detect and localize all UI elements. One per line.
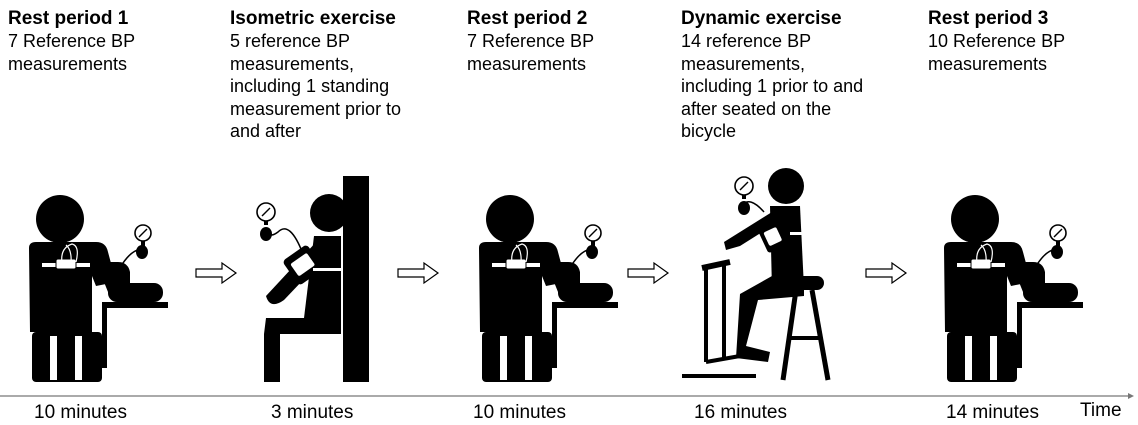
phase-desc-line: including 1 prior to and bbox=[681, 76, 864, 96]
timeline-arrowhead-icon bbox=[1128, 393, 1134, 399]
arrow-right-icon bbox=[195, 262, 237, 284]
phase-desc-line: measurements, bbox=[230, 53, 355, 74]
phase-desc-line: 14 reference BP bbox=[681, 31, 812, 51]
arrow-right-icon bbox=[865, 262, 907, 284]
phase-desc-line: measurement prior to bbox=[230, 98, 402, 119]
duration-isometric: 3 minutes bbox=[271, 402, 354, 423]
phase-desc-line: after seated on the bbox=[681, 98, 832, 119]
phase-title: Dynamic exercise bbox=[681, 8, 842, 29]
duration-rest-2: 10 minutes bbox=[473, 402, 566, 423]
dynamic-figure bbox=[682, 168, 831, 381]
duration-rest-3: 14 minutes bbox=[946, 402, 1039, 423]
phase-rest-3: Rest period 3 10 Reference BP measuremen… bbox=[928, 8, 1065, 75]
phase-desc-line: 5 reference BP bbox=[230, 31, 351, 51]
phase-desc-line: 7 Reference BP bbox=[8, 31, 136, 51]
time-axis-label: Time bbox=[1080, 400, 1122, 421]
phase-desc-line: measurements bbox=[467, 53, 587, 74]
phase-title: Rest period 1 bbox=[8, 8, 129, 29]
phase-desc-line: 10 Reference BP bbox=[928, 31, 1066, 51]
phase-desc-line: measurements bbox=[928, 53, 1048, 74]
arrow-right-icon bbox=[397, 262, 439, 284]
duration-dynamic: 16 minutes bbox=[694, 402, 787, 423]
phase-title: Rest period 3 bbox=[928, 8, 1049, 29]
phase-desc-line: bicycle bbox=[681, 121, 737, 141]
duration-rest-1: 10 minutes bbox=[34, 402, 127, 423]
isometric-figure bbox=[256, 176, 369, 382]
phase-rest-2: Rest period 2 7 Reference BP measurement… bbox=[467, 8, 594, 75]
arrow-right-icon bbox=[627, 262, 669, 284]
phase-title: Isometric exercise bbox=[230, 8, 396, 29]
phase-rest-1: Rest period 1 7 Reference BP measurement… bbox=[8, 8, 135, 75]
phase-desc-line: and after bbox=[230, 121, 302, 141]
phase-desc-line: 7 Reference BP bbox=[467, 31, 595, 51]
phase-desc-line: including 1 standing bbox=[230, 76, 390, 96]
phase-title: Rest period 2 bbox=[467, 8, 588, 29]
phase-desc-line: measurements, bbox=[681, 53, 806, 74]
phase-isometric: Isometric exercise 5 reference BP measur… bbox=[230, 8, 401, 143]
phase-desc-line: measurements bbox=[8, 53, 128, 74]
phase-dynamic: Dynamic exercise 14 reference BP measure… bbox=[681, 8, 863, 143]
